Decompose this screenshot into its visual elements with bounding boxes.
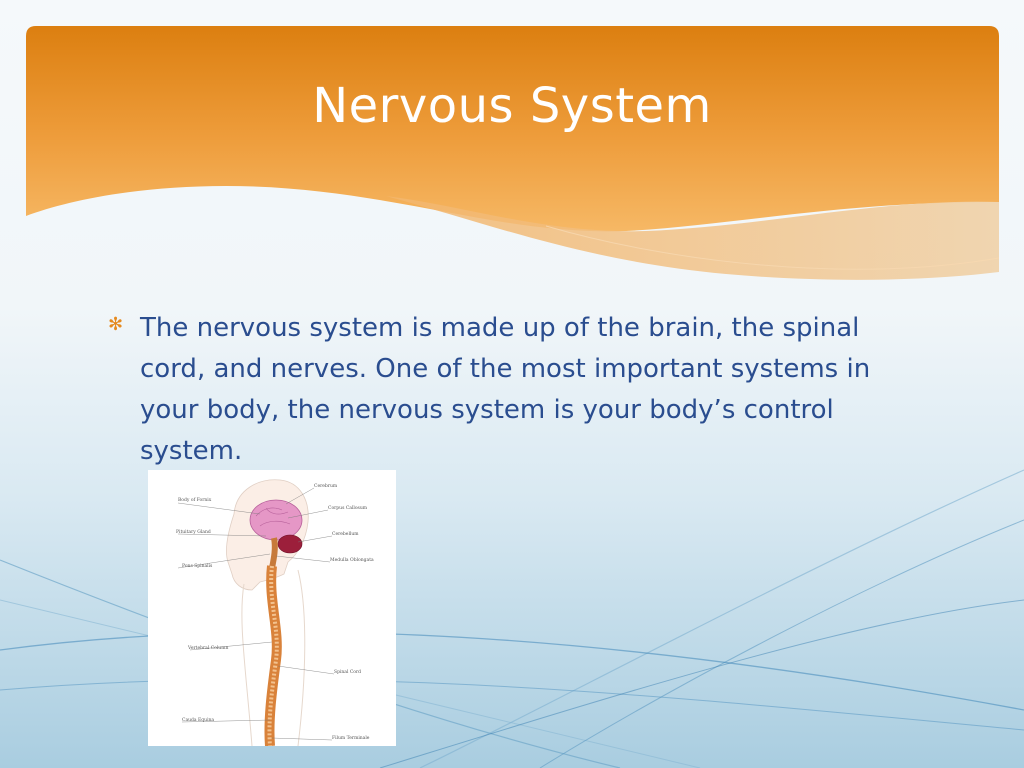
diagram-label: Cerebrum bbox=[314, 484, 338, 489]
diagram-label: Corpus Callosum bbox=[328, 506, 368, 511]
diagram-label: Spinal Cord bbox=[334, 670, 362, 675]
diagram-illustration bbox=[177, 479, 335, 746]
diagram-label: Filum Terminale bbox=[332, 736, 370, 741]
nervous-system-diagram: Body of Fornix Pituitary Gland Pons Spin… bbox=[148, 470, 396, 746]
diagram-label: Vertebral Column bbox=[188, 646, 229, 651]
diagram-label: Medulla Oblongata bbox=[330, 558, 374, 563]
diagram-label: Pituitary Gland bbox=[176, 530, 211, 535]
bullet-text: The nervous system is made up of the bra… bbox=[140, 313, 871, 466]
title-banner bbox=[26, 26, 999, 286]
diagram-label: Pons Spinalis bbox=[182, 564, 213, 569]
asterisk-icon: ✻ bbox=[108, 314, 124, 335]
diagram-label: Cerebellum bbox=[332, 532, 359, 537]
slide-title: Nervous System bbox=[312, 78, 712, 134]
diagram-label: Cauda Equina bbox=[182, 718, 215, 723]
diagram-label: Body of Fornix bbox=[178, 498, 212, 503]
